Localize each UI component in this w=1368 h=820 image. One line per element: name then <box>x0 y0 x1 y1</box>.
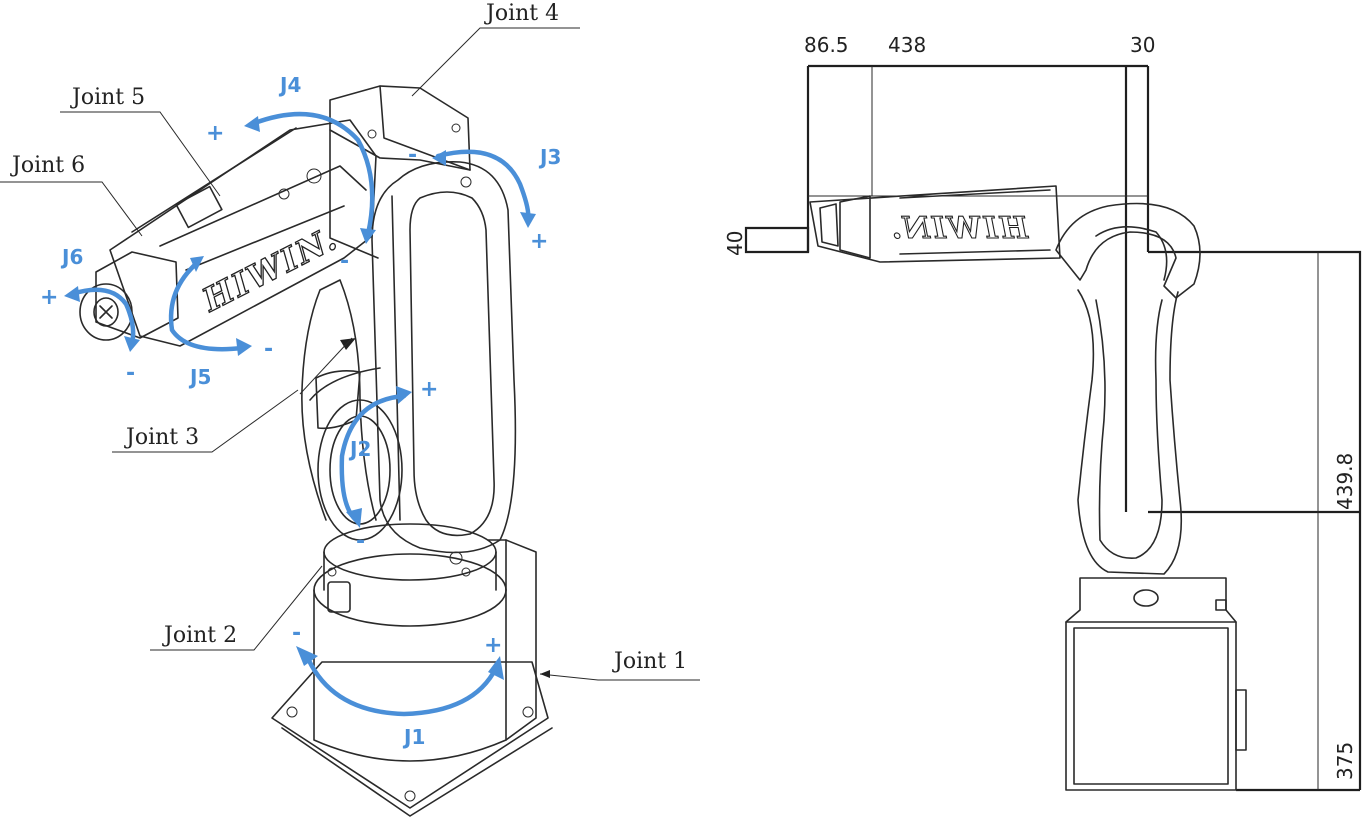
j3-arrow <box>435 149 531 223</box>
base-cylinder <box>313 589 507 762</box>
j3-plus: + <box>530 229 548 254</box>
flange <box>79 283 133 341</box>
j1-arrow <box>303 651 499 717</box>
joint-1-callout: Joint 1 <box>612 649 687 674</box>
side-view: HIWIN. 86.5 438 30 40 439.8 375 <box>723 33 1362 792</box>
dim-40: 40 <box>723 231 747 256</box>
dimension-lines <box>744 64 1362 792</box>
j5-minus: - <box>264 337 273 362</box>
j6-minus: - <box>126 361 135 386</box>
j4-arrow <box>249 111 375 237</box>
upper-arm <box>329 85 471 171</box>
j2-plus: + <box>420 377 438 402</box>
j3-minus: - <box>408 143 417 168</box>
callout-leaders <box>0 27 700 681</box>
j3-label: J3 <box>538 145 561 169</box>
j6-plus: + <box>40 285 58 310</box>
j6-arrow <box>69 287 136 347</box>
dim-438: 438 <box>888 33 926 57</box>
joint-3-callout: Joint 3 <box>124 425 199 450</box>
j4-label: J4 <box>278 73 301 97</box>
j5-arrow <box>168 259 245 352</box>
j4-minus: - <box>340 249 349 274</box>
side-forearm <box>809 185 1061 263</box>
side-upper-joint <box>1055 202 1201 299</box>
joint-2-callout: Joint 2 <box>162 623 237 648</box>
side-upright-link <box>1077 289 1183 575</box>
side-brand-logo: HIWIN. <box>890 211 1029 246</box>
j2-minus: - <box>356 529 365 554</box>
j5-label: J5 <box>188 365 211 389</box>
wrist <box>95 251 179 339</box>
j4-plus: + <box>206 121 224 146</box>
dim-439-8: 439.8 <box>1333 453 1357 510</box>
j6-label: J6 <box>60 245 83 269</box>
forearm <box>109 119 377 347</box>
dim-375: 375 <box>1333 742 1357 780</box>
j2-arrow <box>339 393 407 523</box>
side-base <box>1065 577 1237 791</box>
joint-4-callout: Joint 4 <box>484 1 559 26</box>
dim-86-5: 86.5 <box>804 33 849 57</box>
j1-minus: - <box>292 621 301 646</box>
joint-5-callout: Joint 5 <box>70 85 145 110</box>
joint-6-callout: Joint 6 <box>10 153 85 178</box>
j1-plus: + <box>484 633 502 658</box>
dim-30: 30 <box>1130 33 1155 57</box>
upright-link <box>371 161 517 554</box>
j1-label: J1 <box>402 725 425 749</box>
j2-label: J2 <box>348 437 371 461</box>
isometric-robot: HIWIN. <box>0 1 700 817</box>
lower-arm <box>301 279 377 521</box>
rotation-arrows <box>64 111 536 717</box>
